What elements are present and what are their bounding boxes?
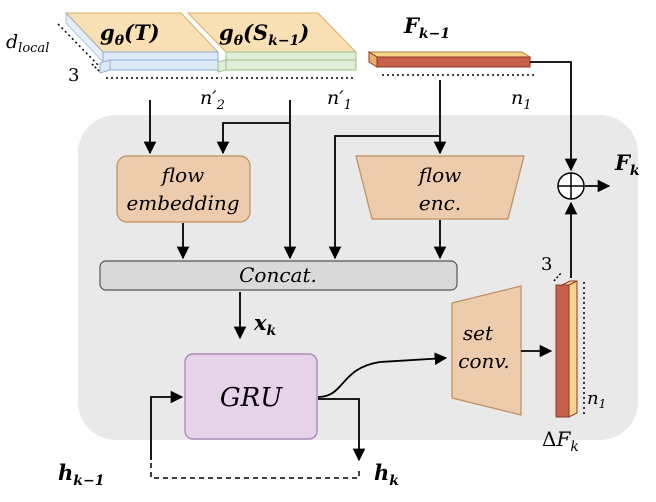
label-three-a: 3: [68, 65, 79, 86]
label-n1-top: n1: [511, 87, 532, 113]
label-h-prev: hk−1: [58, 460, 104, 489]
label-d-local: dlocal: [6, 31, 49, 56]
set-conv-label-1: set: [463, 321, 494, 345]
label-n1-right: n1: [587, 388, 606, 411]
flow-embedding-label-1: flow: [160, 163, 205, 187]
set-conv-label-2: conv.: [458, 349, 509, 373]
label-delta-F: ΔFk: [542, 427, 579, 455]
label-three-b: 3: [541, 254, 552, 275]
gru-label: GRU: [220, 383, 283, 413]
label-n1-prime: n′1: [327, 87, 352, 113]
concat-label: Concat.: [239, 263, 317, 287]
flow-enc-label-2: enc.: [419, 191, 461, 215]
dotted-d-local: [57, 23, 101, 68]
label-F-prev: Fk−1: [403, 13, 450, 42]
hidden-state-dashed: [150, 463, 360, 479]
set-conv-block: [451, 285, 522, 416]
label-x-k: xk: [253, 310, 277, 339]
label-h-k: hk: [374, 460, 399, 489]
gru-block: [184, 353, 318, 440]
dotted-three: [91, 63, 101, 73]
label-g-S: gθ(Sk−1): [219, 20, 309, 49]
tensor-F-prev: [367, 51, 532, 68]
flow-embedding-label-2: embedding: [126, 191, 239, 215]
delta-F-slab: [555, 280, 578, 418]
flow-embedding-block: [116, 155, 251, 223]
label-g-T: gθ(T): [100, 20, 160, 49]
concat-block: [99, 260, 458, 291]
flow-enc-label-1: flow: [417, 163, 462, 187]
label-F-k: Fk: [614, 150, 640, 179]
flow-enc-block: [355, 155, 525, 220]
tensor-g-S: [186, 12, 358, 73]
label-n2-prime: n′2: [200, 87, 225, 113]
